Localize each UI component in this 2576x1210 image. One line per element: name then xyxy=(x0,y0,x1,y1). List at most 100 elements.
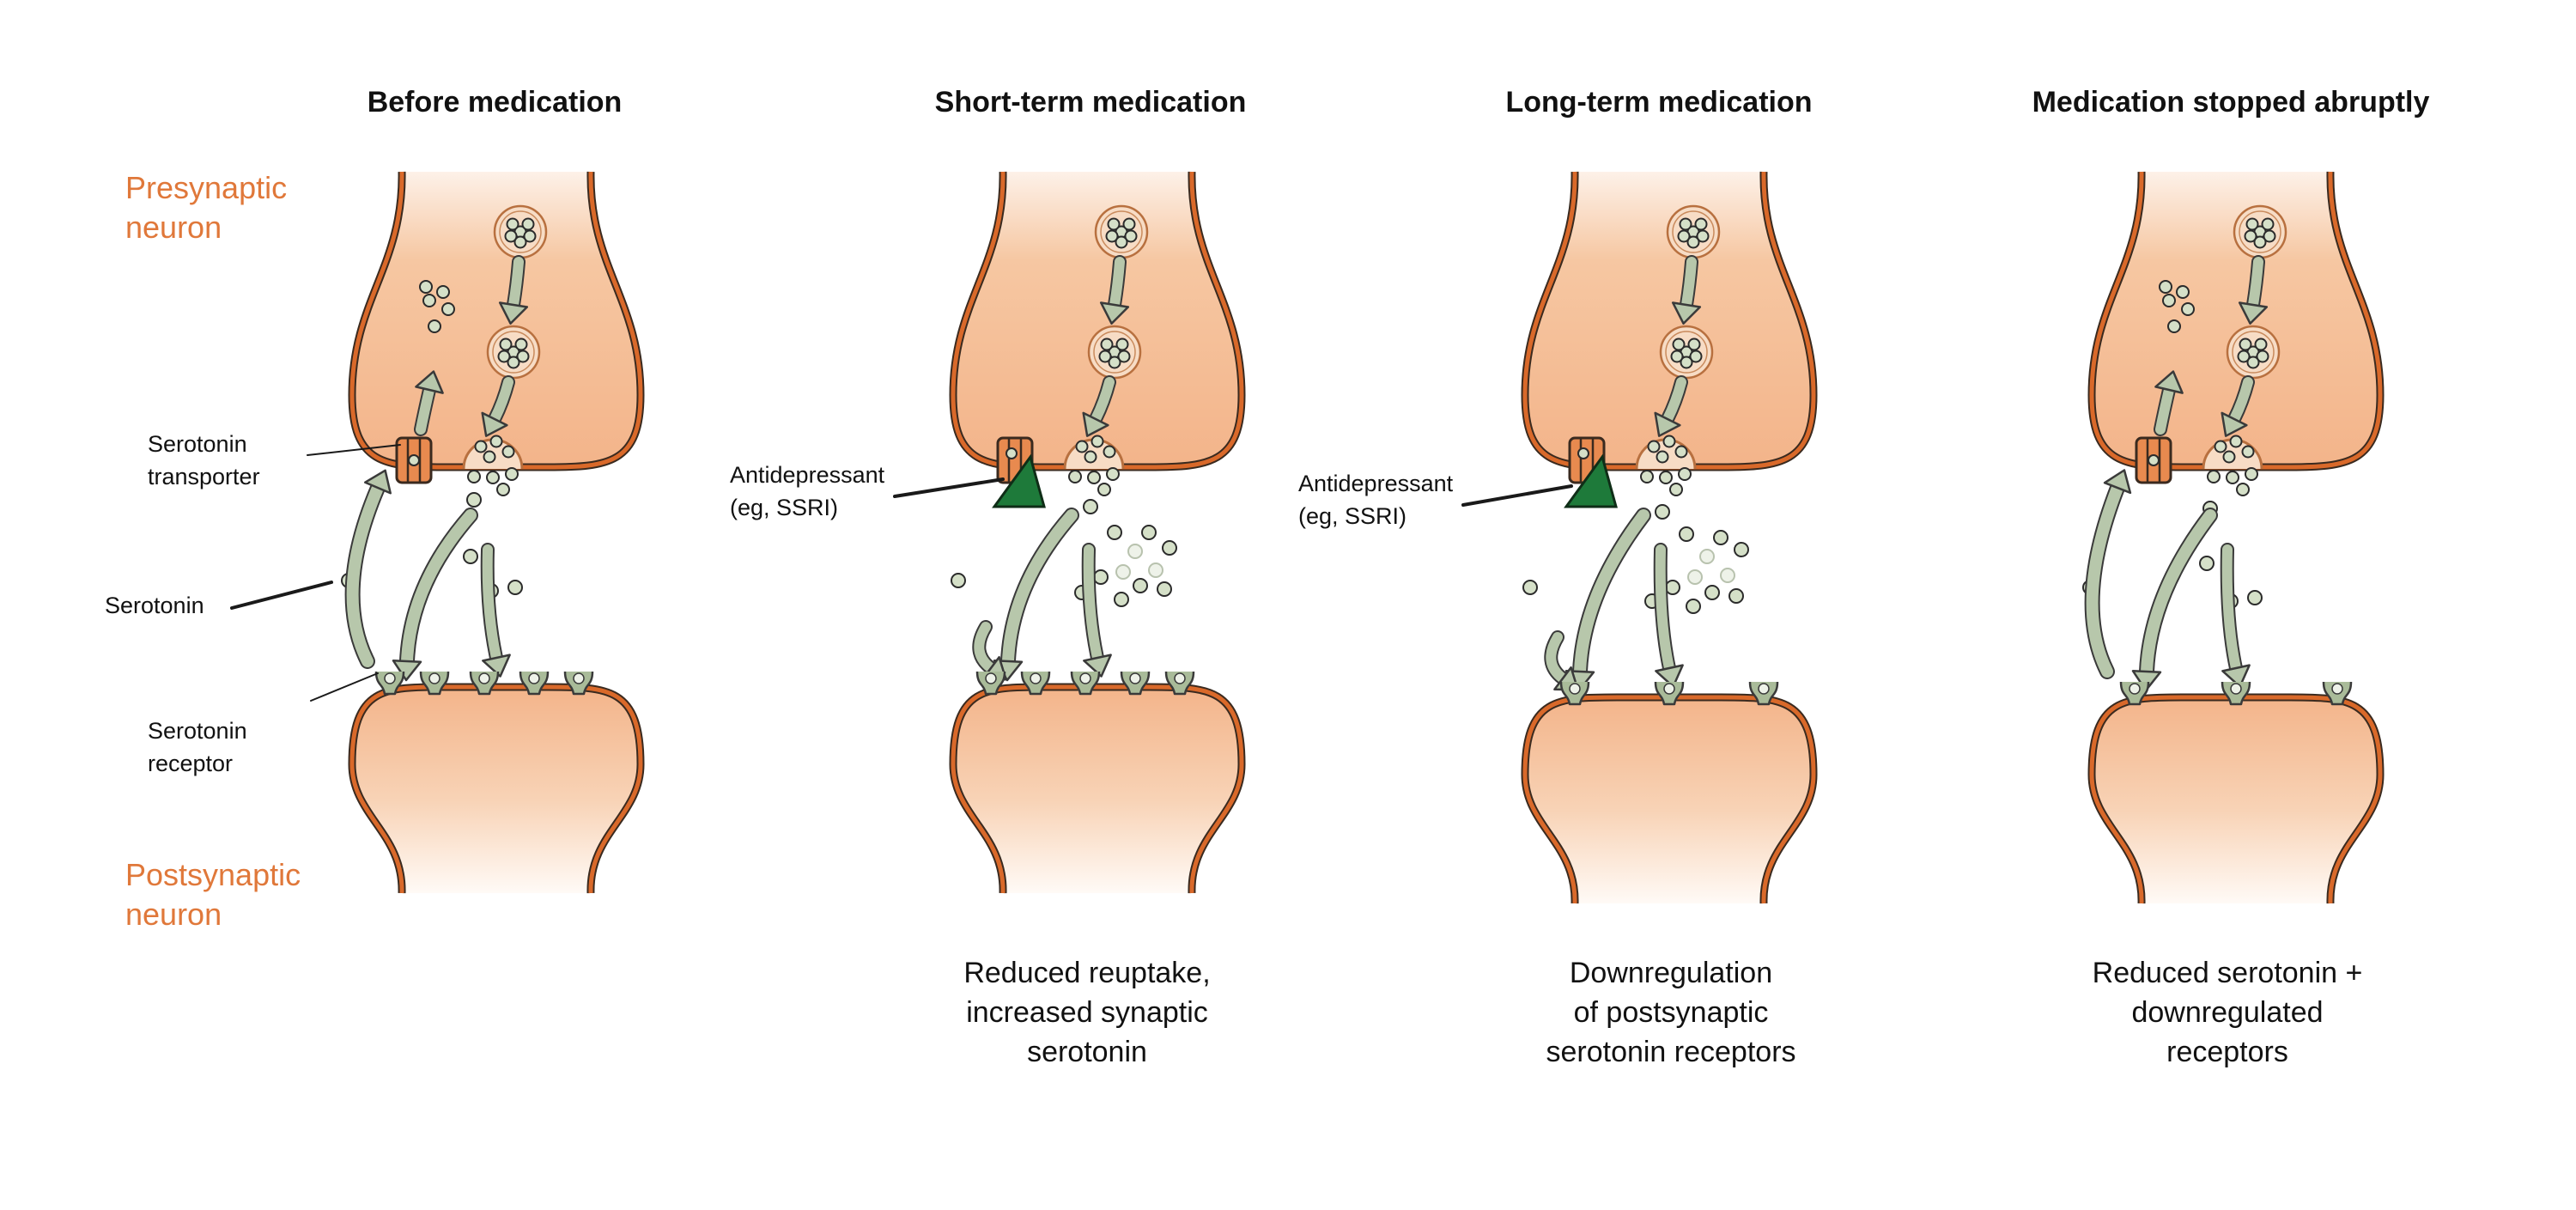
serotonin-molecule-icon xyxy=(1662,435,1676,448)
serotonin-molecule-icon xyxy=(523,229,537,243)
vesicle-inner-membrane xyxy=(1665,331,1708,374)
serotonin-molecule-icon xyxy=(1665,580,1680,595)
arrow-head xyxy=(482,654,511,678)
serotonin-molecule-icon xyxy=(1670,350,1684,363)
serotonin-molecule-icon xyxy=(1687,337,1701,351)
serotonin-molecule-icon xyxy=(1084,450,1097,464)
arrow-shaft xyxy=(1002,509,1078,667)
serotonin-molecule-icon xyxy=(2246,356,2260,369)
arrow-head xyxy=(2238,301,2269,325)
serotonin-molecule-icon xyxy=(1699,549,1715,564)
serotonin-molecule-icon xyxy=(1107,525,1122,540)
serotonin-molecule-icon xyxy=(516,350,530,363)
serotonin-receptor-line-2: receptor xyxy=(148,751,234,776)
arrow-head xyxy=(1083,654,1112,678)
serotonin-molecule-icon xyxy=(2199,556,2215,571)
serotonin-molecule-icon xyxy=(505,467,519,481)
receptor-binding-site xyxy=(1079,672,1091,684)
serotonin-molecule-icon xyxy=(2162,294,2176,307)
serotonin-molecule-icon xyxy=(428,319,441,333)
serotonin-molecule-icon xyxy=(2159,280,2172,294)
caption-line: serotonin xyxy=(1027,1036,1147,1068)
caption-short-term: Reduced reuptake, increased synaptic ser… xyxy=(963,953,1210,1072)
serotonin-molecule-icon xyxy=(1672,337,1686,351)
serotonin-molecule-icon xyxy=(2239,337,2252,351)
serotonin-molecule-icon xyxy=(496,483,510,496)
postsynaptic-cytoplasm xyxy=(953,687,1242,893)
serotonin-molecule-icon xyxy=(489,435,503,448)
arrow-head xyxy=(2131,670,2162,692)
arrow-shaft xyxy=(346,482,384,667)
postsynaptic-cytoplasm xyxy=(2092,697,2380,903)
antidepressant-leader-line xyxy=(1461,484,1573,507)
serotonin-molecule-icon xyxy=(486,471,500,484)
arrow-shaft xyxy=(416,385,434,435)
serotonin-molecule-icon xyxy=(1105,229,1119,243)
presynaptic-cytoplasm xyxy=(953,172,1242,467)
serotonin-molecule-icon xyxy=(1091,435,1104,448)
transporter-leader-line xyxy=(307,444,401,456)
serotonin-molecule-icon xyxy=(474,440,488,453)
arrow-shaft xyxy=(1109,257,1125,310)
serotonin-molecule-icon xyxy=(1696,229,1710,243)
serotonin-label: Serotonin xyxy=(105,593,204,618)
receptor-binding-site xyxy=(573,672,585,684)
serotonin-molecule-icon xyxy=(441,302,455,316)
presynaptic-label-line-1: Presynaptic xyxy=(125,170,288,205)
arrow-head xyxy=(1654,411,1681,437)
serotonin-molecule-icon xyxy=(1686,599,1701,614)
arrow-head xyxy=(2103,469,2132,495)
serotonin-molecule-icon xyxy=(1100,337,1114,351)
serotonin-molecule-icon xyxy=(1647,440,1661,453)
presynaptic-neuron-label: Presynaptic neuron xyxy=(125,168,287,247)
receptor-binding-site xyxy=(1030,672,1042,684)
serotonin-molecule-icon xyxy=(1669,483,1683,496)
serotonin-molecule-icon xyxy=(504,229,518,243)
arrow-shaft xyxy=(1681,257,1697,310)
synapse-panel xyxy=(341,171,645,894)
serotonin-molecule-icon xyxy=(1141,525,1157,540)
caption-stopped: Reduced serotonin + downregulated recept… xyxy=(2093,953,2363,1072)
serotonin-molecule-icon xyxy=(1127,544,1143,559)
arrow-head xyxy=(498,301,529,325)
serotonin-molecule-icon xyxy=(1083,499,1098,514)
arrow-shaft xyxy=(1091,377,1115,424)
arrow-shaft xyxy=(1546,632,1568,684)
caption-line: Reduced reuptake, xyxy=(963,957,1211,989)
vesicle-inner-membrane xyxy=(1672,210,1715,253)
receptor-binding-site xyxy=(384,672,396,684)
antidepressant-line-2: (eg, SSRI) xyxy=(1298,503,1407,529)
serotonin-molecule-icon xyxy=(2226,471,2239,484)
antidepressant-label-long-term: Antidepressant (eg, SSRI) xyxy=(1298,467,1453,532)
serotonin-molecule-icon xyxy=(2181,302,2195,316)
caption-line: receptors xyxy=(2166,1036,2288,1068)
serotonin-molecule-icon xyxy=(1677,229,1691,243)
arrow-shaft xyxy=(401,509,477,667)
serotonin-molecule-icon xyxy=(1734,542,1749,557)
serotonin-molecule-icon xyxy=(1068,470,1082,483)
serotonin-molecule-icon xyxy=(2245,217,2259,231)
caption-line: of postsynaptic xyxy=(1573,996,1769,1029)
receptor-binding-site xyxy=(1758,683,1770,695)
arrow-shaft xyxy=(1574,509,1649,678)
ssri-triangle-icon xyxy=(1564,453,1618,508)
antidepressant-line-1: Antidepressant xyxy=(730,462,885,488)
caption-line: serotonin receptors xyxy=(1546,1036,1796,1068)
ssri-triangle-icon xyxy=(992,453,1046,508)
serotonin-molecule-icon xyxy=(506,217,519,231)
serotonin-molecule-icon xyxy=(1115,235,1128,249)
antidepressant-label-short-term: Antidepressant (eg, SSRI) xyxy=(730,459,884,524)
panel-title-short-term: Short-term medication xyxy=(934,86,1247,119)
vesicle-inner-membrane xyxy=(2232,331,2275,374)
panel-title-before: Before medication xyxy=(367,86,623,119)
arrow-head xyxy=(2221,411,2248,437)
serotonin-molecule-icon xyxy=(483,450,496,464)
serotonin-molecule-icon xyxy=(2167,319,2181,333)
caption-line: increased synaptic xyxy=(966,996,1208,1029)
serotonin-molecule-icon xyxy=(2214,440,2227,453)
receptor-binding-site xyxy=(1663,683,1675,695)
serotonin-molecule-icon xyxy=(1686,235,1700,249)
arrow-shaft xyxy=(2086,482,2123,678)
